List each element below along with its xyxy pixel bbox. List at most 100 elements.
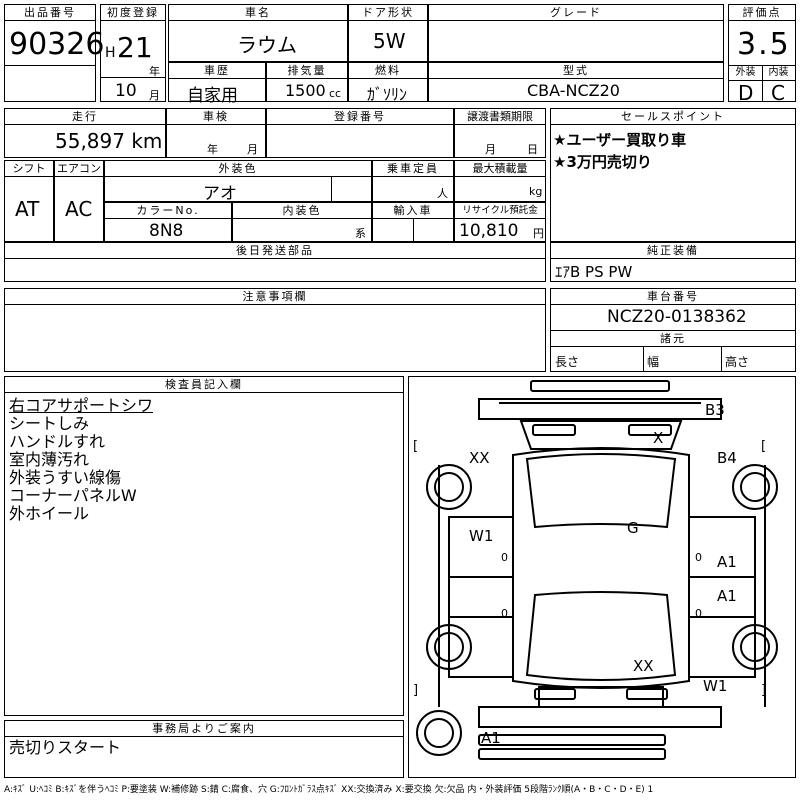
load-box: 最大積載量 kg [454, 160, 546, 202]
chassis-header: 車台番号 [551, 289, 795, 305]
grade-header: グレード [429, 5, 723, 21]
color-number: 8N8 [149, 221, 184, 241]
equipment-box: 純正装備 ｴｱB PS PW [550, 242, 796, 282]
score-header: 評価点 [729, 5, 795, 21]
damage-mark: A1 [717, 587, 737, 605]
load-unit: kg [529, 185, 543, 198]
inspection-header: 車検 [167, 109, 265, 125]
car-name: ラウム [237, 33, 297, 57]
recycle-box: リサイクル預託金 10,810 円 [454, 202, 546, 242]
chassis-number: NCZ20-0138362 [607, 307, 747, 327]
interior-grade: C [771, 81, 785, 105]
damage-mark: X [653, 429, 664, 447]
color-number-box: カラーNo. 8N8 [104, 202, 232, 242]
interior-color-unit: 系 [355, 227, 366, 240]
lot-number-box: 出品番号 90326 [4, 4, 104, 102]
capacity-box: 乗車定員 人 [372, 160, 454, 202]
right-bracket: [ [761, 439, 767, 454]
car-name-header: 車名 [169, 5, 347, 21]
shift-type: AT [15, 197, 40, 221]
transfer-day-unit: 日 [527, 143, 538, 156]
model-box: 型式 CBA-NCZ20 [428, 62, 724, 102]
inspection-box: 車検 年 月 [166, 108, 266, 158]
inspector-note: 右コアサポートシワ [9, 396, 154, 415]
aircon: AC [65, 197, 93, 221]
overall-score: 3.5 [737, 27, 791, 62]
year-unit: 年 [149, 65, 160, 78]
fuel-header: 燃料 [349, 63, 427, 79]
transfer-header: 譲渡書類期限 [455, 109, 545, 125]
door-header: ドア形状 [349, 5, 427, 21]
month-unit: 月 [149, 89, 160, 102]
score-box: 評価点 3.5 外装 内装 D C [728, 4, 796, 105]
plate-header: 登録番号 [267, 109, 453, 125]
aircon-box: エアコン AC [54, 160, 104, 242]
displacement-header: 排気量 [267, 63, 347, 79]
displacement: 1500 [285, 81, 326, 100]
inspector-box: 検査員記入欄 右コアサポートシワ シートしみ ハンドルすれ 室内薄汚れ 外装うす… [4, 376, 404, 716]
equipment-header: 純正装備 [551, 243, 795, 259]
width-label: 幅 [647, 355, 660, 369]
door-marker: 0 [695, 607, 702, 620]
door-marker: 0 [695, 551, 702, 564]
color-number-header: カラーNo. [105, 203, 231, 219]
shift-box: シフト AT [4, 160, 54, 242]
import-header: 輸入車 [373, 203, 453, 219]
height-label: 高さ [725, 355, 750, 369]
vehicle-history: 自家用 [187, 86, 238, 106]
history-box: 車歴 自家用 [168, 62, 266, 106]
damage-mark: B3 [705, 401, 725, 419]
exterior-grade: D [738, 81, 754, 105]
mileage: 55,897 km [55, 129, 163, 153]
damage-mark: G [627, 519, 639, 537]
sales-point: ★ユーザー買取り車 [553, 131, 687, 149]
inspector-note: 外ホイール [9, 504, 90, 523]
damage-mark: B4 [717, 449, 737, 467]
grade-box: グレード [428, 4, 724, 62]
color-header: 外装色 [105, 161, 371, 177]
attention-box: 注意事項欄 [4, 288, 546, 372]
model-code: CBA-NCZ20 [527, 81, 620, 100]
lot-number-header: 出品番号 [5, 5, 95, 21]
inspector-note: 室内薄汚れ [9, 450, 90, 469]
damage-mark: A1 [717, 553, 737, 571]
door-box: ドア形状 5W [348, 4, 428, 62]
legend: A:ｷｽﾞ U:ﾍｺﾐ B:ｷｽﾞを伴うﾍｺﾐ P:要塗装 W:補修跡 S:錆 … [4, 785, 654, 795]
sales-points-box: セールスポイント ★ユーザー買取り車 ★3万円売切り [550, 108, 796, 242]
model-header: 型式 [429, 63, 723, 79]
attention-header: 注意事項欄 [5, 289, 545, 305]
left-bracket: ] [413, 683, 419, 698]
right-bracket: ] [761, 683, 767, 698]
door-marker: 0 [501, 551, 508, 564]
transfer-month-unit: 月 [485, 143, 496, 156]
exterior-color: アオ [203, 184, 237, 204]
fuel-box: 燃料 ｶﾞｿﾘﾝ [348, 62, 428, 104]
first-registration-box: 初度登録 H 21 年 10 月 [100, 4, 166, 102]
load-header: 最大積載量 [455, 161, 545, 177]
car-name-box: 車名 ラウム [168, 4, 348, 62]
office-header: 事務局よりご案内 [5, 721, 403, 737]
damage-mark: W1 [703, 677, 728, 695]
equipment-list: ｴｱB PS PW [555, 263, 633, 281]
recycle-header: リサイクル預託金 [455, 203, 545, 219]
recycle-fee: 10,810 [459, 221, 519, 241]
door-type: 5W [373, 29, 406, 53]
shift-header: シフト [5, 161, 53, 177]
dimensions-header: 諸元 [551, 330, 795, 347]
inspection-year-unit: 年 [207, 143, 218, 156]
later-parts-header: 後日発送部品 [5, 243, 545, 259]
damage-diagram: B3 X XX B4 W1 G A1 A1 XX W1 A1 [ ] [ ] 0… [408, 376, 796, 778]
capacity-header: 乗車定員 [373, 161, 453, 177]
lot-number: 90326 [9, 27, 105, 62]
sales-points-header: セールスポイント [551, 109, 795, 125]
later-parts-box: 後日発送部品 [4, 242, 546, 282]
exterior-header: 外装 [729, 65, 762, 81]
car-outline [416, 380, 778, 760]
registration-year: 21 [117, 31, 153, 64]
damage-mark: A1 [481, 729, 501, 747]
inspector-note: 外装うすい線傷 [9, 468, 122, 487]
mileage-box: 走行 55,897 km [4, 108, 166, 158]
left-bracket: [ [413, 439, 419, 454]
color-box: 外装色 アオ [104, 160, 372, 204]
plate-box: 登録番号 [266, 108, 454, 158]
